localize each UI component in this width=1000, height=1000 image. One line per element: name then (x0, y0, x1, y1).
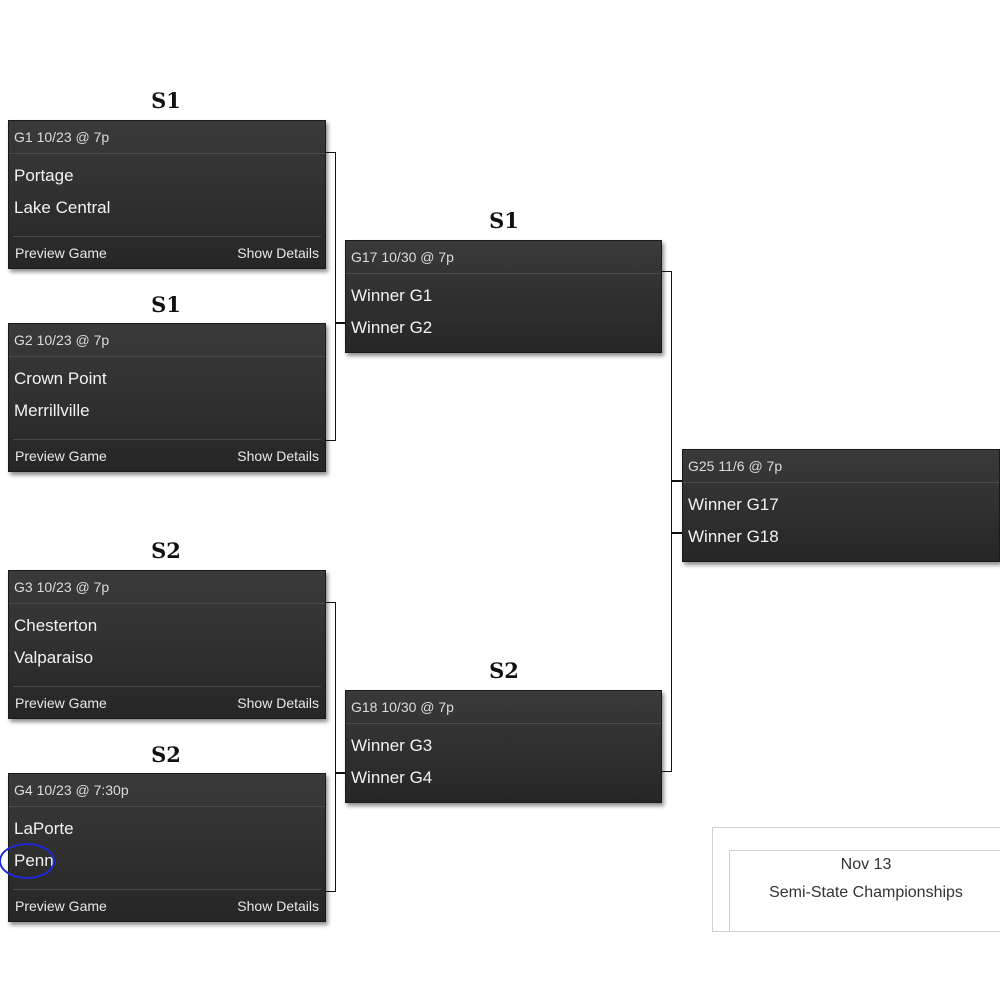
game-footer: Preview Game Show Details (13, 236, 321, 268)
highlight-circle (0, 843, 55, 879)
show-details-link[interactable]: Show Details (237, 245, 319, 261)
bracket-connector-g1-g2 (326, 152, 336, 441)
game-header: G25 11/6 @ 7p (683, 450, 999, 483)
game-footer: Preview Game Show Details (13, 889, 321, 921)
show-details-link[interactable]: Show Details (237, 448, 319, 464)
game-header: G4 10/23 @ 7:30p (9, 774, 325, 807)
team-entry[interactable]: Winner G18 (688, 527, 779, 546)
section-label-g1: S1 (151, 88, 181, 113)
game-header: G3 10/23 @ 7p (9, 571, 325, 604)
bracket-connector-to-g25 (672, 480, 682, 482)
game-header: G18 10/30 @ 7p (346, 691, 661, 724)
team-entry-highlighted[interactable]: Penn (0, 843, 325, 879)
bracket-connector-g17-g18 (662, 271, 672, 772)
game-header: G2 10/23 @ 7p (9, 324, 325, 357)
game-card-g17: G17 10/30 @ 7p Winner G1 Winner G2 (345, 240, 662, 353)
game-header: G1 10/23 @ 7p (9, 121, 325, 154)
preview-game-link[interactable]: Preview Game (15, 448, 107, 464)
section-label-g3: S2 (151, 538, 181, 563)
game-card-g4: G4 10/23 @ 7:30p LaPorte Penn Preview Ga… (0, 773, 326, 922)
game-card-g3: G3 10/23 @ 7p Chesterton Valparaiso Prev… (8, 570, 326, 719)
team-entry[interactable]: Crown Point (14, 369, 107, 388)
game-header: G17 10/30 @ 7p (346, 241, 661, 274)
round-title: Semi-State Championships (769, 884, 963, 901)
show-details-link[interactable]: Show Details (237, 898, 319, 914)
bracket-connector-g3-g4 (326, 602, 336, 892)
bracket-connector-to-g25b (672, 532, 682, 534)
team-entry[interactable]: Winner G1 (351, 286, 433, 305)
team-entry[interactable]: Winner G2 (351, 318, 433, 337)
preview-game-link[interactable]: Preview Game (15, 898, 107, 914)
team-entry[interactable]: Winner G3 (351, 736, 433, 755)
game-card-g1: G1 10/23 @ 7p Portage Lake Central Previ… (8, 120, 326, 269)
game-footer: Preview Game Show Details (13, 439, 321, 471)
round-date: Nov 13 (840, 856, 892, 873)
section-label-g18: S2 (489, 658, 519, 683)
show-details-link[interactable]: Show Details (237, 695, 319, 711)
preview-game-link[interactable]: Preview Game (15, 695, 107, 711)
game-card-g2: G2 10/23 @ 7p Crown Point Merrillville P… (8, 323, 326, 472)
game-card-g25: G25 11/6 @ 7p Winner G17 Winner G18 (682, 449, 1000, 562)
bracket-connector-to-g17 (336, 322, 346, 324)
section-label-g2: S1 (151, 292, 181, 317)
team-entry[interactable]: Portage (14, 166, 74, 185)
team-entry[interactable]: LaPorte (14, 819, 74, 838)
team-entry[interactable]: Winner G17 (688, 495, 779, 514)
team-entry[interactable]: Winner G4 (351, 768, 433, 787)
bracket-connector-to-g18 (336, 772, 346, 774)
section-label-g17: S1 (489, 208, 519, 233)
section-label-g4: S2 (151, 742, 181, 767)
team-entry[interactable]: Chesterton (14, 616, 98, 635)
round-info-inner: Nov 13 Semi-State Championships (729, 850, 1000, 931)
team-entry[interactable]: Lake Central (14, 198, 111, 217)
game-footer: Preview Game Show Details (13, 686, 321, 718)
team-entry[interactable]: Valparaiso (14, 648, 94, 667)
team-entry[interactable]: Merrillville (14, 401, 90, 420)
preview-game-link[interactable]: Preview Game (15, 245, 107, 261)
game-card-g18: G18 10/30 @ 7p Winner G3 Winner G4 (345, 690, 662, 803)
round-info-box: Nov 13 Semi-State Championships (712, 827, 1000, 932)
